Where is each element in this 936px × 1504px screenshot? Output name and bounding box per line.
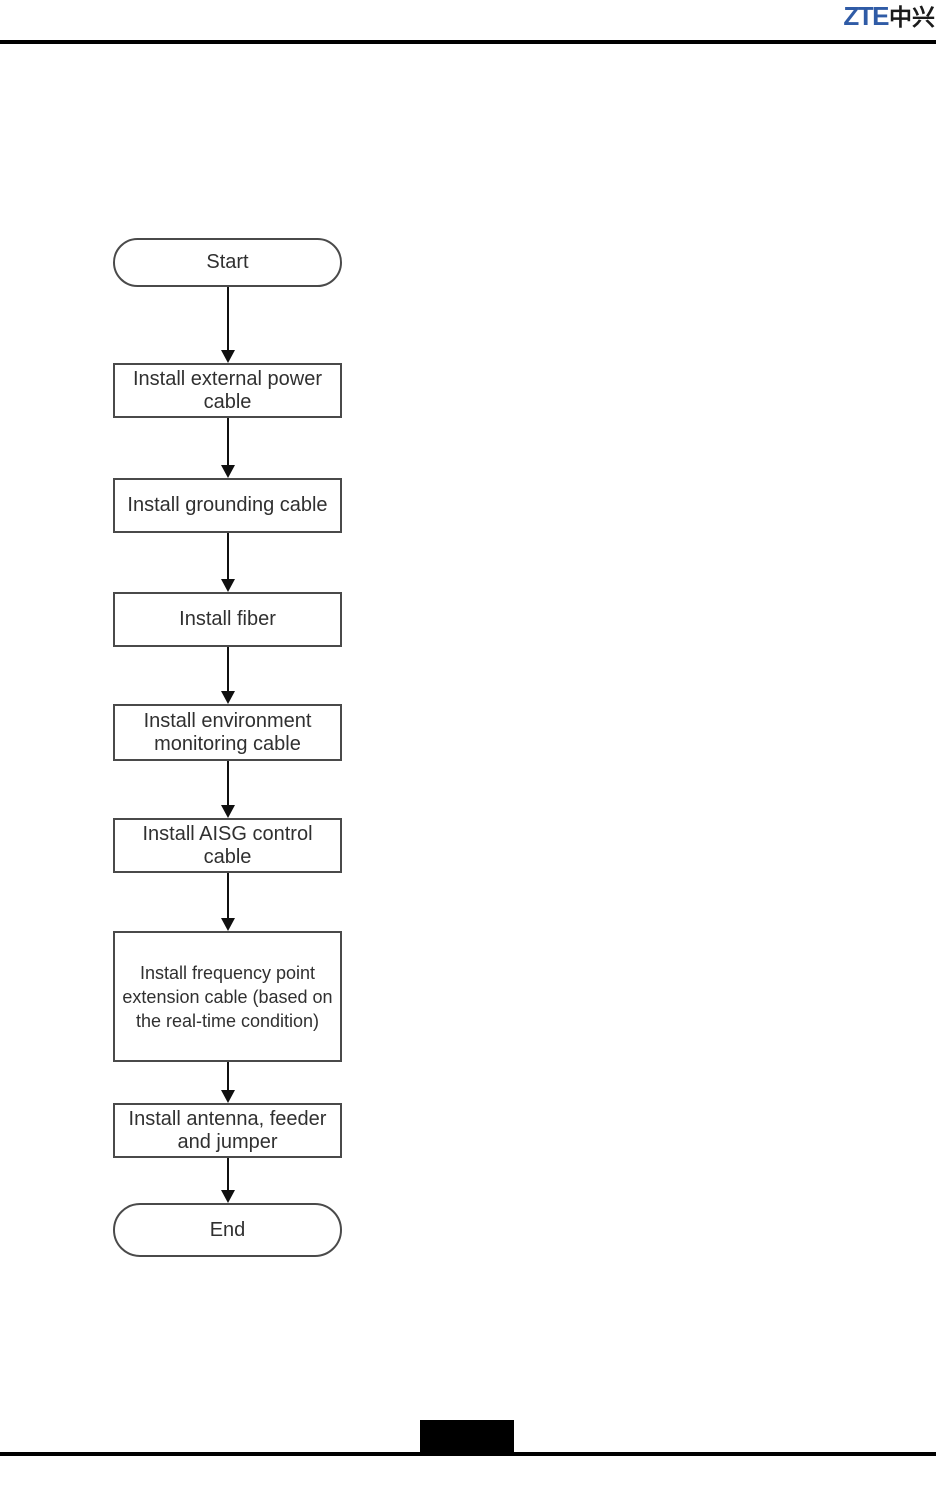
- flow-node-label: Install AISG control cable: [142, 822, 313, 868]
- arrow-head-icon: [221, 1190, 235, 1203]
- arrow-line: [227, 1158, 229, 1190]
- flow-node-install-environment-monitoring-cable: Install environment monitoring cable: [113, 704, 342, 761]
- flow-node-install-aisg-control-cable: Install AISG control cable: [113, 818, 342, 873]
- arrow-head-icon: [221, 465, 235, 478]
- arrow-line: [227, 873, 229, 918]
- arrow-line: [227, 1062, 229, 1090]
- flow-node-install-grounding-cable: Install grounding cable: [113, 478, 342, 533]
- flow-arrow: [220, 533, 236, 592]
- arrow-line: [227, 287, 229, 350]
- arrow-line: [227, 761, 229, 805]
- flow-node-install-fiber: Install fiber: [113, 592, 342, 647]
- flow-node-label: Install grounding cable: [127, 494, 328, 516]
- flow-arrow: [220, 873, 236, 931]
- arrow-head-icon: [221, 579, 235, 592]
- flow-arrow: [220, 761, 236, 818]
- flow-node-label: Install environment monitoring cable: [143, 709, 312, 755]
- flow-arrow: [220, 647, 236, 704]
- arrow-head-icon: [221, 805, 235, 818]
- flow-node-label: End: [209, 1218, 246, 1241]
- flow-arrow: [220, 1062, 236, 1103]
- arrow-line: [227, 533, 229, 579]
- flow-node-label: Install external power cable: [133, 367, 322, 413]
- flow-arrow: [220, 418, 236, 478]
- arrow-head-icon: [221, 918, 235, 931]
- zte-logo-cjk-text: 中兴: [889, 4, 935, 30]
- flow-node-install-frequency-point-extension-cable: Install frequency point extension cable …: [113, 931, 342, 1062]
- flow-node-label: Install frequency point extension cable …: [122, 962, 333, 1031]
- zte-logo: ZTE中兴: [843, 3, 935, 34]
- arrow-line: [227, 647, 229, 691]
- flow-arrow: [220, 1158, 236, 1203]
- footer-black-box: [420, 1420, 514, 1453]
- flow-node-label: Start: [206, 251, 249, 273]
- flow-node-end: End: [113, 1203, 342, 1257]
- flow-node-install-external-power-cable: Install external power cable: [113, 363, 342, 418]
- flow-node-start: Start: [113, 238, 342, 287]
- flow-node-install-antenna-feeder-jumper: Install antenna, feeder and jumper: [113, 1103, 342, 1158]
- flow-node-label: Install antenna, feeder and jumper: [128, 1107, 327, 1153]
- flow-node-label: Install fiber: [179, 608, 276, 630]
- footer-rule: [0, 1452, 936, 1456]
- flow-arrow: [220, 287, 236, 363]
- arrow-head-icon: [221, 350, 235, 363]
- arrow-line: [227, 418, 229, 465]
- arrow-head-icon: [221, 691, 235, 704]
- header-rule: [0, 40, 936, 44]
- arrow-head-icon: [221, 1090, 235, 1103]
- zte-logo-latin-text: ZTE: [843, 1, 889, 31]
